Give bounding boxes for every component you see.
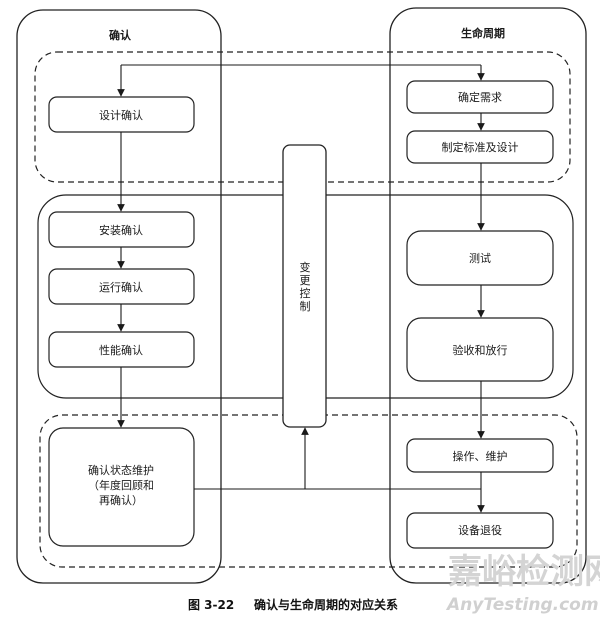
svg-text:运行确认: 运行确认 [99,281,143,294]
step-operational-qualification[interactable]: 运行确认 [48,268,195,305]
figure-title: 确认与生命周期的对应关系 [254,597,398,612]
step-design-qualification[interactable]: 设计确认 [48,96,195,133]
step-operation-maintenance[interactable]: 操作、维护 [406,438,554,473]
svg-text:验收和放行: 验收和放行 [453,343,508,357]
svg-text:更: 更 [300,274,311,287]
figure-number: 图 3-22 [188,598,234,612]
watermark-cn: 嘉峪检测网 [448,552,600,592]
svg-text:设备退役: 设备退役 [458,523,502,537]
svg-text:制: 制 [300,300,311,313]
svg-text:性能确认: 性能确认 [99,343,143,357]
lifecycle-title: 生命周期 [461,26,505,40]
qualification-title: 确认 [109,28,132,42]
svg-text:确认状态维护: 确认状态维护 [88,463,154,477]
step-acceptance-release[interactable]: 验收和放行 [406,317,554,382]
svg-text:制定标准及设计: 制定标准及设计 [442,140,519,154]
svg-text:安装确认: 安装确认 [99,223,143,237]
change-control-label: 变 更 控 制 [300,260,311,313]
watermark-en: AnyTesting.com [445,595,599,615]
step-decommissioning[interactable]: 设备退役 [406,512,554,549]
svg-text:确定需求: 确定需求 [458,90,502,104]
figure-caption: 图 3-22 确认与生命周期的对应关系 [188,597,398,612]
change-control-box[interactable] [282,144,327,428]
step-performance-qualification[interactable]: 性能确认 [48,331,195,368]
step-qualification-maintenance[interactable]: 确认状态维护 （年度回顾和 再确认） [48,427,195,547]
svg-text:再确认）: 再确认） [99,494,143,507]
step-define-requirements[interactable]: 确定需求 [406,80,554,114]
svg-text:操作、维护: 操作、维护 [453,449,508,463]
lifecycle-column [389,7,587,584]
svg-text:设计确认: 设计确认 [99,109,143,122]
watermark: 嘉峪检测网 AnyTesting.com [445,552,600,615]
qualification-column [16,9,222,584]
svg-text:（年度回顾和: （年度回顾和 [88,478,154,492]
svg-text:变: 变 [300,260,311,274]
step-testing[interactable]: 测试 [406,230,554,286]
svg-text:测试: 测试 [469,252,491,265]
region-operation-phase [39,414,578,568]
step-specification-design[interactable]: 制定标准及设计 [406,130,554,164]
step-installation-qualification[interactable]: 安装确认 [48,211,195,248]
svg-text:控: 控 [300,286,311,300]
